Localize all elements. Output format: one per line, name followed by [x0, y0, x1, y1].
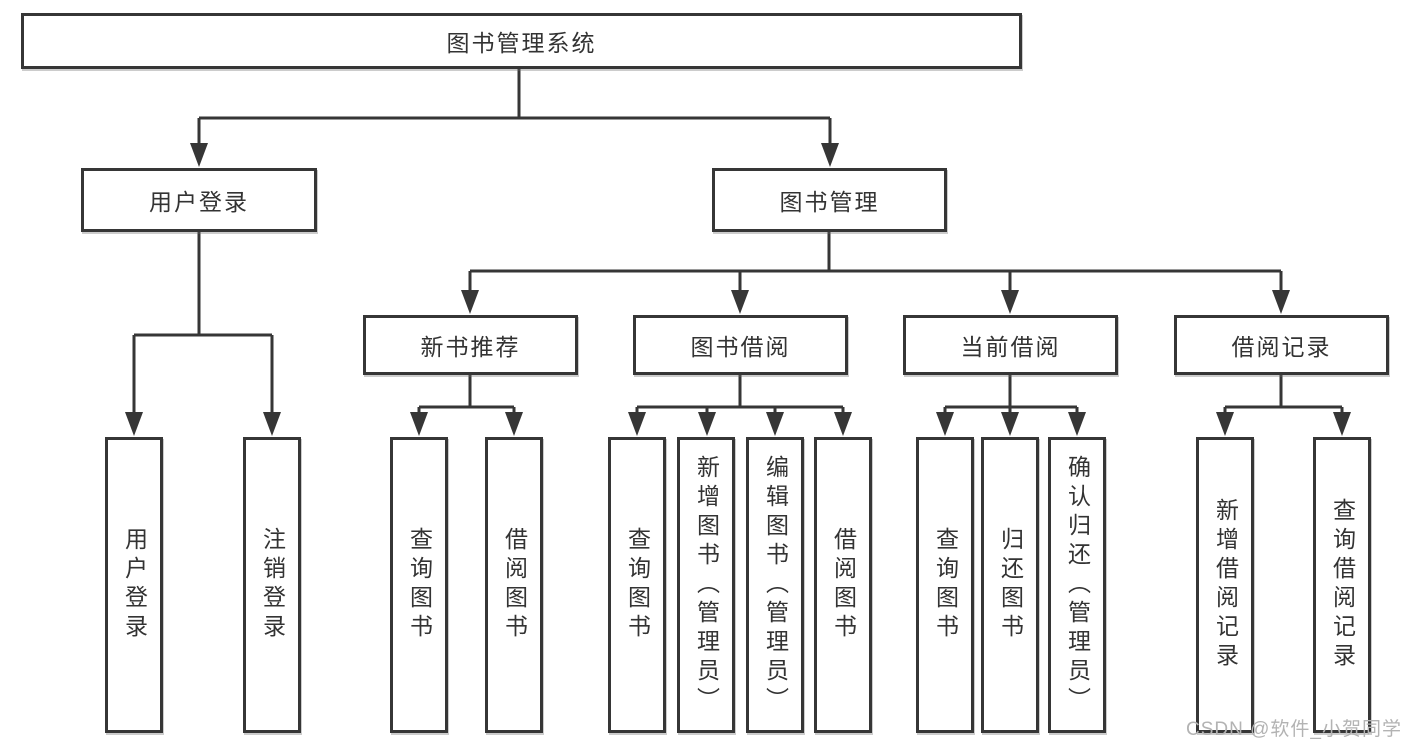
node-new-book-recommendation: 新书推荐	[363, 315, 578, 375]
node-add-borrow-record: 新增借阅记录	[1196, 437, 1254, 733]
csdn-watermark: CSDN @软件_小贺同学	[1186, 719, 1402, 740]
node-edit-books-admin: 编辑图书（管理员）	[746, 437, 804, 733]
node-confirm-return-admin: 确认归还（管理员）	[1048, 437, 1106, 733]
node-query-books-borrowing: 查询图书	[608, 437, 666, 733]
node-borrow-books-recommend: 借阅图书	[485, 437, 543, 733]
node-borrowing-records: 借阅记录	[1174, 315, 1389, 375]
node-leaf-user-login: 用户登录	[105, 437, 163, 733]
node-add-books-admin: 新增图书（管理员）	[677, 437, 735, 733]
node-return-books: 归还图书	[981, 437, 1039, 733]
node-user-login: 用户登录	[81, 168, 317, 232]
node-borrow-books-borrowing: 借阅图书	[814, 437, 872, 733]
node-query-books-current: 查询图书	[916, 437, 974, 733]
node-leaf-logout: 注销登录	[243, 437, 301, 733]
node-query-borrow-record: 查询借阅记录	[1313, 437, 1371, 733]
node-book-borrowing: 图书借阅	[633, 315, 848, 375]
node-library-management-system: 图书管理系统	[21, 13, 1022, 69]
node-current-borrowing: 当前借阅	[903, 315, 1118, 375]
node-query-books-recommend: 查询图书	[390, 437, 448, 733]
node-book-management: 图书管理	[712, 168, 947, 232]
